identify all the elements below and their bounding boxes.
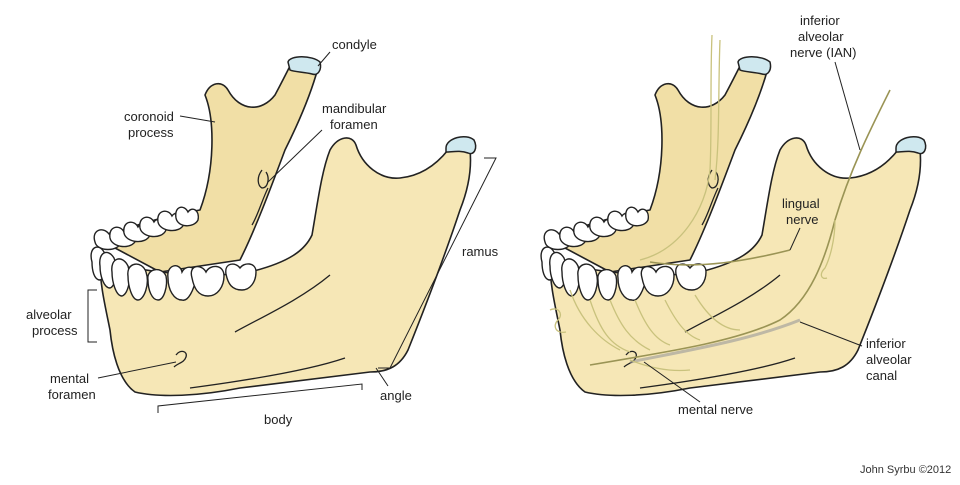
label-coronoid-2: process: [128, 125, 174, 140]
label-canal-3: canal: [866, 368, 897, 383]
label-body: body: [264, 412, 293, 427]
label-ian-3: nerve (IAN): [790, 45, 856, 60]
right-mandible-illustration: [540, 34, 927, 397]
label-alveolar-1: alveolar: [26, 307, 72, 322]
label-canal-1: inferior: [866, 336, 906, 351]
label-coronoid-1: coronoid: [124, 109, 174, 124]
label-mandibular-1: mandibular: [322, 101, 387, 116]
label-canal-2: alveolar: [866, 352, 912, 367]
label-alveolar-2: process: [32, 323, 78, 338]
label-condyle: condyle: [332, 37, 377, 52]
nerve-paths: [549, 34, 891, 372]
label-ramus: ramus: [462, 244, 499, 259]
left-labels: condyle coronoid process mandibular fora…: [26, 37, 499, 427]
label-mental-nerve: mental nerve: [678, 402, 753, 417]
label-mandibular-2: foramen: [330, 117, 378, 132]
label-mental-2: foramen: [48, 387, 96, 402]
label-ian-1: inferior: [800, 13, 840, 28]
left-mandible-illustration: [90, 55, 477, 397]
label-lingual-2: nerve: [786, 212, 819, 227]
label-ian-2: alveolar: [798, 29, 844, 44]
label-lingual-1: lingual: [782, 196, 820, 211]
label-mental-1: mental: [50, 371, 89, 386]
right-labels: inferior alveolar nerve (IAN) lingual ne…: [643, 13, 912, 417]
label-angle: angle: [380, 388, 412, 403]
credit-text: John Syrbu ©2012: [860, 464, 951, 476]
